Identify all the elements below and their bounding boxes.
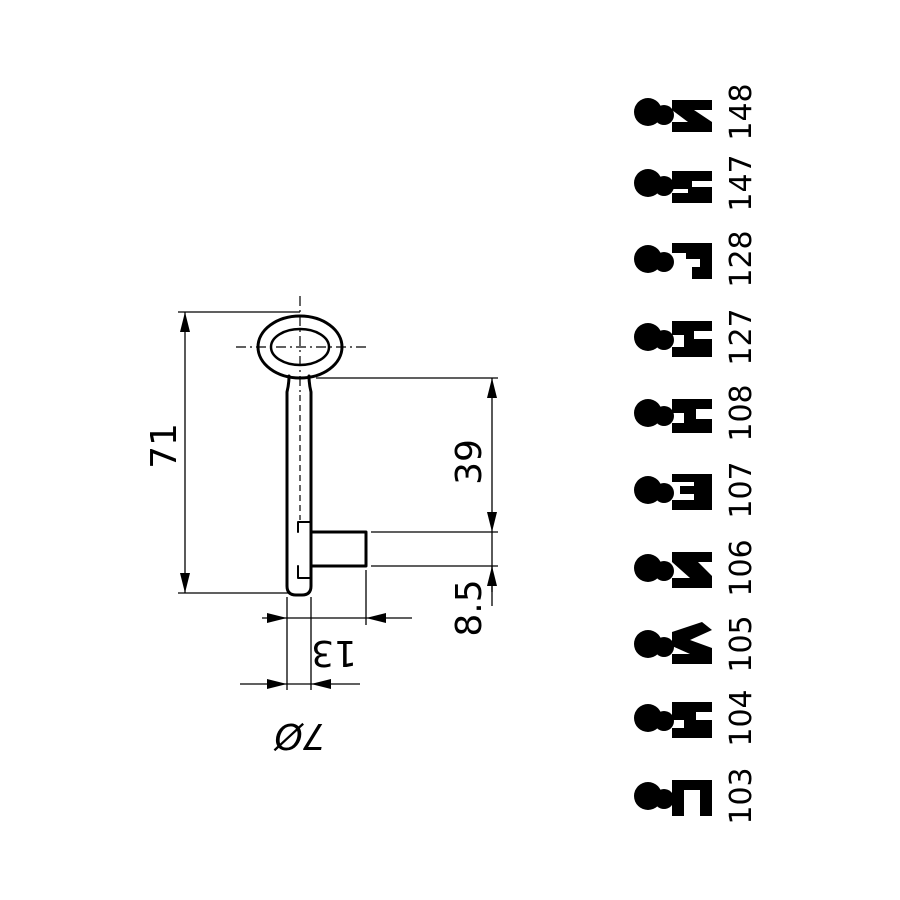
ward-code-128: 128	[724, 230, 759, 287]
dim-shank-diameter-label: 7Ø	[273, 715, 326, 756]
ward-code-108: 108	[724, 384, 759, 441]
ward-profile-104	[634, 702, 712, 738]
ward-code-147: 147	[724, 154, 759, 211]
ward-code-103: 103	[724, 767, 759, 824]
dim-13-label: 13	[311, 632, 357, 673]
ward-profile-128	[634, 243, 712, 279]
dim-71-label: 71	[144, 423, 185, 469]
ward-code-107: 107	[724, 461, 759, 518]
key	[256, 314, 368, 597]
dim-8-5-label: 8.5	[449, 579, 490, 636]
key-bit	[309, 530, 368, 568]
ward-code-127: 127	[724, 308, 759, 365]
ward-profile-108	[634, 399, 712, 433]
ward-code-106: 106	[724, 539, 759, 596]
key-shank	[285, 374, 313, 597]
dim-39-label: 39	[449, 439, 490, 485]
ward-code-148: 148	[724, 83, 759, 140]
ward-profile-147	[634, 169, 712, 203]
ward-profiles	[634, 98, 712, 816]
ward-profile-148	[634, 98, 712, 132]
ward-profile-127	[634, 321, 712, 357]
ward-profile-105	[634, 622, 712, 664]
key-bit-notch	[297, 521, 312, 579]
ward-profile-103	[634, 780, 712, 816]
ward-profile-106	[634, 552, 712, 588]
dimension-arrows	[180, 312, 497, 689]
ward-code-104: 104	[724, 689, 759, 746]
ward-profile-107	[634, 474, 712, 510]
ward-code-105: 105	[724, 615, 759, 672]
